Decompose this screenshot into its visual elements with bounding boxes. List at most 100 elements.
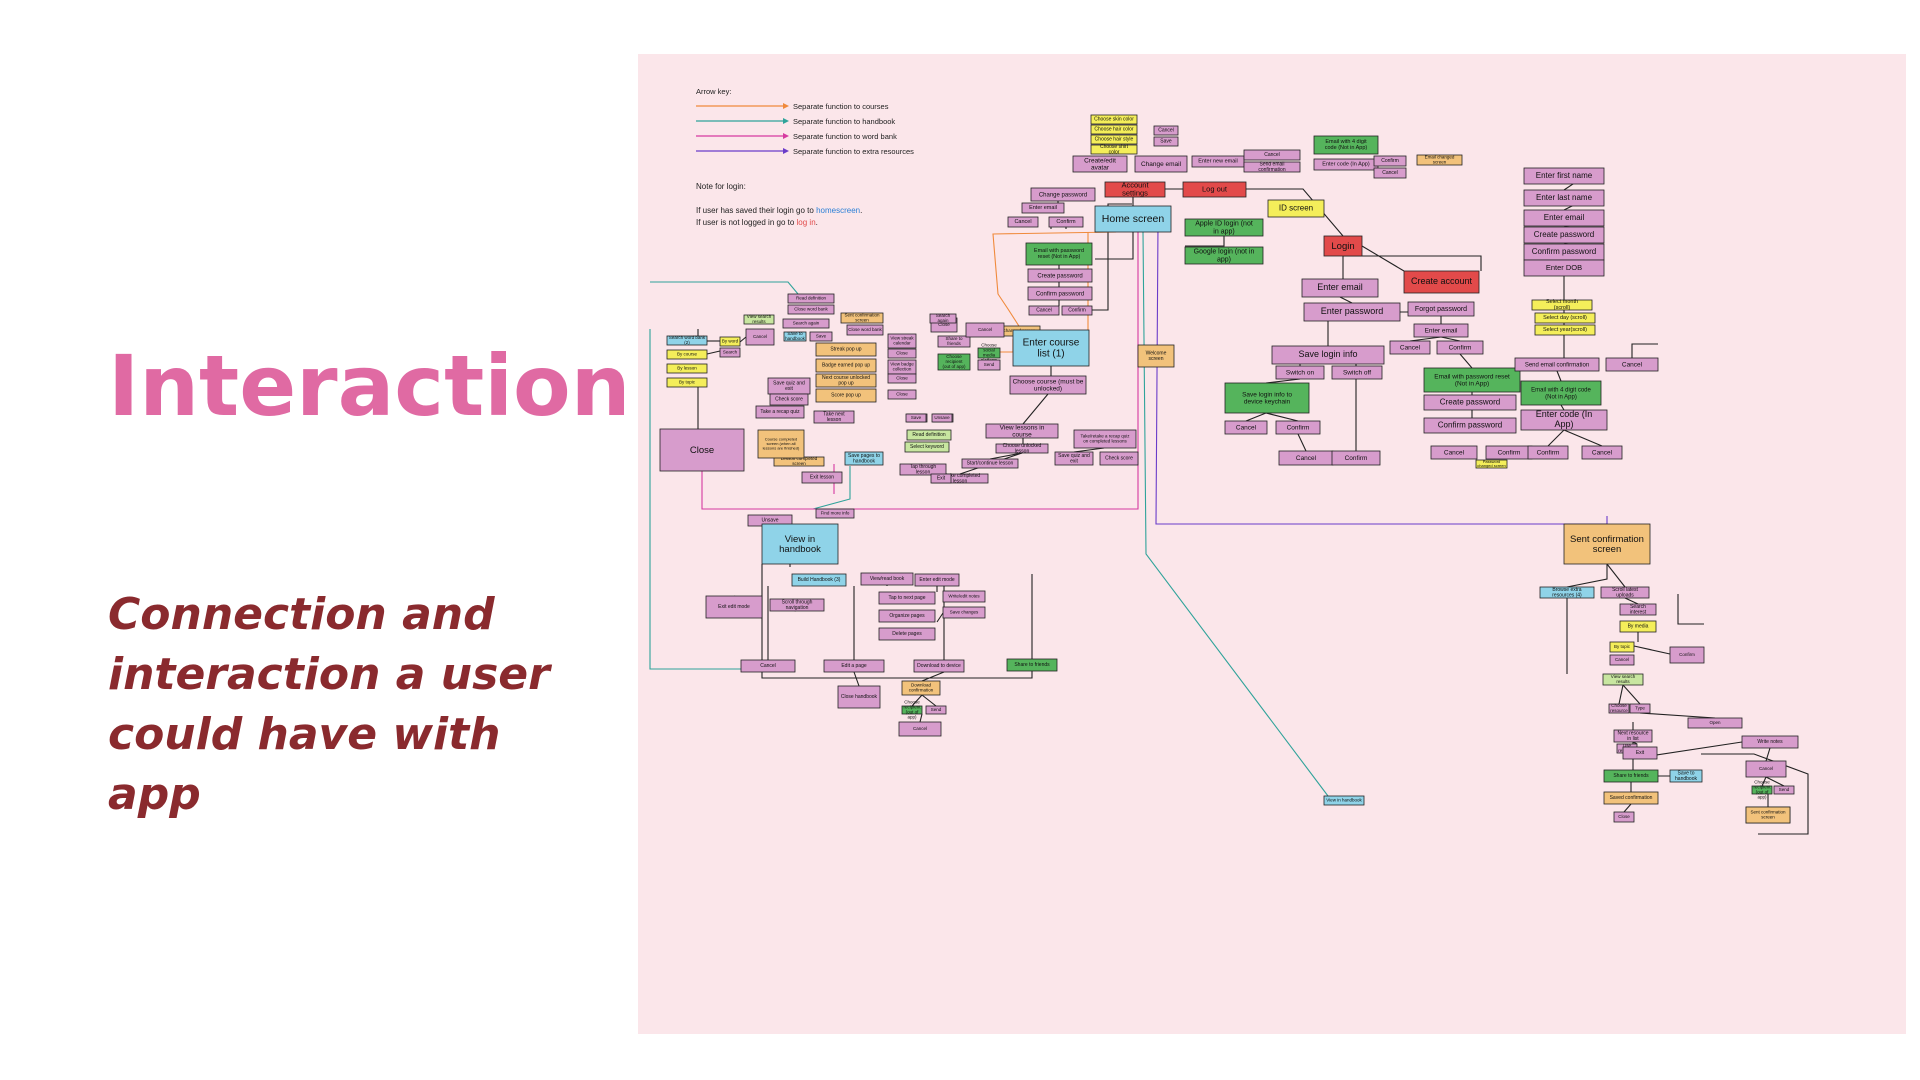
node-label: Write notes <box>1757 739 1783 745</box>
node-label-line: screen <box>1593 544 1622 555</box>
node-by-course: By course <box>666 349 708 360</box>
node-label-line: Badge earned pop up <box>822 363 870 369</box>
node-label-line: friends <box>947 341 961 346</box>
node-box <box>815 358 877 373</box>
node-box <box>1323 235 1363 257</box>
node-box <box>985 423 1059 439</box>
connector-line <box>1606 563 1626 588</box>
node-box <box>1009 375 1087 395</box>
function-arrow <box>1142 231 1329 797</box>
node-box <box>769 393 809 406</box>
node-label-line: Lesson completed <box>781 456 818 461</box>
node-create-password: Create password <box>1027 268 1093 283</box>
node-label-line: By course <box>677 352 698 357</box>
node-label-line: Account <box>1121 180 1149 189</box>
node-label-line: Select day (scroll) <box>1543 315 1587 321</box>
node-label-line: Choose shirt <box>1100 144 1129 150</box>
connector-line <box>921 671 945 682</box>
login-note-line-1-prefix: If user has saved their login go to <box>696 206 816 215</box>
node-label-line: screen <box>855 318 869 323</box>
node-label-line: Take a recap quiz <box>760 409 800 415</box>
node-label-line: Save <box>1160 139 1172 145</box>
node-label: By word <box>722 339 739 344</box>
node-enter-email: Enter email <box>1301 278 1379 298</box>
node-label: ID screen <box>1279 204 1313 213</box>
node-label-line: handbook <box>785 336 806 341</box>
node-switch-on: Switch on <box>1275 365 1325 380</box>
node-box <box>1275 420 1321 435</box>
node-label-line: Retake completed <box>940 473 981 479</box>
node-label: Confirm <box>1498 449 1521 456</box>
node-download-to-device: Download to device <box>913 659 965 673</box>
node-label-line: Send <box>1779 787 1790 792</box>
node-label-line: Send email confirmation <box>1525 362 1589 368</box>
node-label: By course <box>677 352 698 357</box>
node-label-line: code (Not in App) <box>1325 145 1368 151</box>
node-label-line: Send <box>931 707 942 712</box>
node-label-line: Change email <box>1141 161 1182 168</box>
node-email-with-4-digit-code: Email with 4 digit code(Not in App) <box>1520 380 1602 406</box>
node-box <box>1275 365 1325 380</box>
node-label-line: Exit edit mode <box>718 604 750 610</box>
homescreen-link[interactable]: homescreen <box>816 206 860 215</box>
node-label: Confirm <box>1345 455 1368 462</box>
node-share-to-friends: Share to friends <box>1006 658 1058 672</box>
node-label-line: Cancel <box>1759 766 1773 771</box>
node-confirm: Confirm <box>1436 340 1484 355</box>
node-box <box>809 331 833 342</box>
node-select-day: Select day (scroll) <box>1534 312 1596 324</box>
node-type: Type <box>1629 703 1651 714</box>
node-enter-email: Enter email <box>1021 202 1065 214</box>
node-label-line: Create password <box>1037 273 1082 279</box>
node-switch-off: Switch off <box>1331 365 1383 380</box>
node-label-line: Sent confirmation <box>1750 810 1786 815</box>
node-cancel: Cancel <box>1609 654 1635 666</box>
node-label-line: Email with password <box>1034 248 1084 254</box>
connector-line <box>1185 232 1225 247</box>
node-box <box>1423 417 1517 434</box>
login-link[interactable]: log in <box>797 218 816 227</box>
node-enter-edit-mode: Enter edit mode <box>914 573 960 587</box>
node-streak-pop-up: Streak pop up <box>815 342 877 357</box>
node-box <box>1581 445 1623 460</box>
node-choose-skin-color: Choose skin color <box>1090 114 1138 125</box>
node-box <box>1523 259 1605 277</box>
node-label-line: Email with password reset <box>1434 373 1510 380</box>
connector-line <box>1761 776 1767 787</box>
legend-heading: Arrow key: <box>696 87 731 96</box>
node-label-line: Search <box>1630 604 1646 610</box>
node-label-line: Saved confirmation <box>1610 795 1653 801</box>
node-box <box>813 410 855 424</box>
node-label: Type <box>1635 706 1645 711</box>
node-enter-code: Enter code (In App) <box>1313 158 1379 171</box>
node-label-line: Search <box>936 313 951 318</box>
node-label: Confirm password <box>1438 421 1502 430</box>
node-label: Enter last name <box>1536 193 1593 202</box>
node-box <box>995 443 1049 454</box>
node-label-line: Unsave <box>762 518 779 524</box>
connector-line <box>911 694 923 707</box>
node-label-line: resource <box>1610 708 1628 713</box>
node-box <box>1527 445 1569 460</box>
node-confirm: Confirm <box>1061 305 1093 316</box>
node-label-line: Cancel <box>913 726 927 731</box>
node-label-line: Switch off <box>1343 369 1371 376</box>
node-label: Confirm password <box>1036 291 1084 297</box>
node-box <box>1773 785 1795 795</box>
node-label: Home screen <box>1102 213 1165 225</box>
node-label: Log out <box>1202 184 1228 193</box>
connector-line <box>1073 447 1105 453</box>
node-label-line: Close <box>896 376 908 381</box>
node-box <box>931 413 953 423</box>
node-label-line: View/read book <box>870 576 905 582</box>
